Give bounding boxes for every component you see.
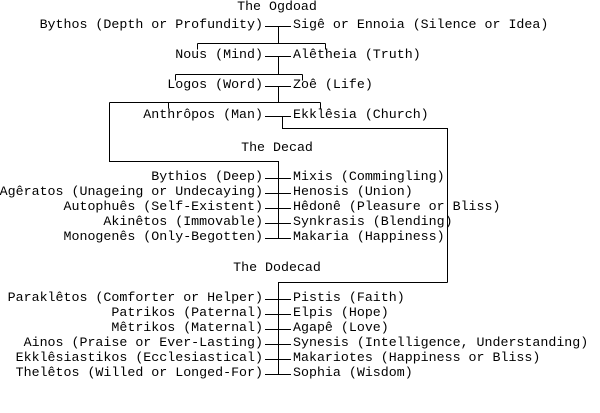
aeon-left-label: Bythios (Deep) <box>151 169 263 184</box>
decad-title: The Decad <box>241 140 313 155</box>
pair-ageratos-henosis: Agêratos (Unageing or Undecaying) Henosi… <box>0 184 600 199</box>
aeon-left-label: Monogenês (Only-Begotten) <box>63 229 264 244</box>
pair-parakletos-pistis: Paraklêtos (Comforter or Helper) Pistis … <box>0 290 600 305</box>
pair-logos-zoe: Logos (Word) Zoê (Life) <box>0 77 600 92</box>
aeon-left-label: Patrikos (Paternal) <box>111 305 263 320</box>
pair-anthropos-ekklesia: Anthrôpos (Man) Ekklêsia (Church) <box>0 107 600 122</box>
pair-bythos-sige: Bythos (Depth or Profundity) Sigê or Enn… <box>0 17 600 32</box>
aeon-right-label: Mixis (Commingling) <box>293 169 445 184</box>
aeon-right-label: Ekklêsia (Church) <box>293 107 429 122</box>
pair-metrikos-agape: Mêtrikos (Maternal) Agapê (Love) <box>0 320 600 335</box>
aeon-left-label: Anthrôpos (Man) <box>143 107 263 122</box>
pair-nous-aletheia: Nous (Mind) Alêtheia (Truth) <box>0 47 600 62</box>
pair-monogenes-makaria: Monogenês (Only-Begotten) Makaria (Happi… <box>0 229 600 244</box>
pair-ainos-synesis: Ainos (Praise or Ever-Lasting) Synesis (… <box>0 335 600 350</box>
pair-ekklesiastikos-makariotes: Ekklêsiastikos (Ecclesiastical) Makariot… <box>0 350 600 365</box>
aeon-left-label: Paraklêtos (Comforter or Helper) <box>7 290 263 305</box>
dodecad-title: The Dodecad <box>233 260 321 275</box>
aeon-right-label: Henosis (Union) <box>293 184 413 199</box>
aeon-left-label: Nous (Mind) <box>175 47 263 62</box>
aeon-left-label: Mêtrikos (Maternal) <box>111 320 263 335</box>
aeon-left-label: Akinêtos (Immovable) <box>103 214 263 229</box>
pair-theletos-sophia: Thelêtos (Willed or Longed-For) Sophia (… <box>0 365 600 380</box>
aeon-right-label: Zoê (Life) <box>293 77 373 92</box>
aeon-right-label: Alêtheia (Truth) <box>293 47 421 62</box>
pair-akinetos-synkrasis: Akinêtos (Immovable) Synkrasis (Blending… <box>0 214 600 229</box>
ogdoad-tree-lines <box>109 26 326 117</box>
aeon-right-label: Synesis (Intelligence, Understanding) <box>293 335 589 350</box>
pair-bythios-mixis: Bythios (Deep) Mixis (Commingling) <box>0 169 600 184</box>
decad-branch-line <box>109 102 279 239</box>
decad-pair-dashes <box>265 178 291 239</box>
aeon-right-label: Makariotes (Happiness or Bliss) <box>293 350 541 365</box>
dodecad-branch-line <box>278 116 448 375</box>
aeon-left-label: Ainos (Praise or Ever-Lasting) <box>23 335 263 350</box>
section-title-ogdoad: The Ogdoad <box>0 0 600 14</box>
aeon-right-label: Makaria (Happiness) <box>293 229 445 244</box>
aeon-right-label: Elpis (Hope) <box>293 305 389 320</box>
pair-autophues-hedone: Autophuês (Self-Existent) Hêdonê (Pleasu… <box>0 199 600 214</box>
aeon-left-label: Autophuês (Self-Existent) <box>63 199 264 214</box>
aeon-left-label: Ekklêsiastikos (Ecclesiastical) <box>15 350 263 365</box>
section-title-dodecad: The Dodecad <box>0 260 600 275</box>
aeon-right-label: Sigê or Ennoia (Silence or Idea) <box>293 17 549 32</box>
aeon-right-label: Pistis (Faith) <box>293 290 405 305</box>
dodecad-pair-dashes <box>265 299 291 375</box>
aeon-left-label: Logos (Word) <box>167 77 263 92</box>
aeon-right-label: Synkrasis (Blending) <box>293 214 453 229</box>
aeon-right-label: Agapê (Love) <box>293 320 389 335</box>
aeon-left-label: Bythos (Depth or Profundity) <box>39 17 263 32</box>
aeon-left-label: Thelêtos (Willed or Longed-For) <box>15 365 263 380</box>
section-title-decad: The Decad <box>0 140 600 155</box>
aeon-left-label: Agêratos (Unageing or Undecaying) <box>0 184 263 199</box>
ogdoad-title: The Ogdoad <box>237 0 317 14</box>
pair-patrikos-elpis: Patrikos (Paternal) Elpis (Hope) <box>0 305 600 320</box>
aeon-right-label: Hêdonê (Pleasure or Bliss) <box>293 199 501 214</box>
aeon-right-label: Sophia (Wisdom) <box>293 365 413 380</box>
